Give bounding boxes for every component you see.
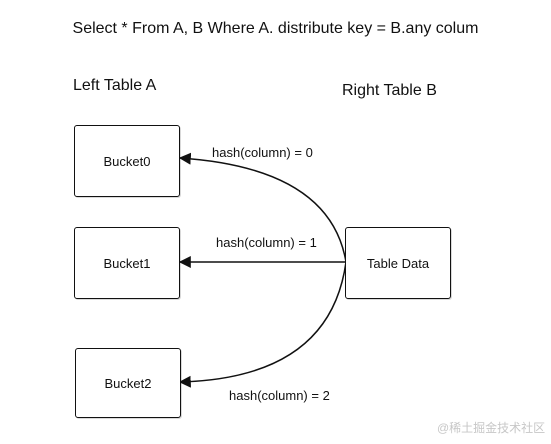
edge-arrow-bucket2 bbox=[178, 261, 347, 388]
diagram-title: Select * From A, B Where A. distribute k… bbox=[72, 20, 479, 37]
left-table-header: Left Table A bbox=[73, 77, 157, 94]
edge-label-hash-2: hash(column) = 2 bbox=[229, 388, 330, 403]
right-table-header: Right Table B bbox=[342, 82, 437, 99]
watermark: @稀土掘金技术社区 bbox=[437, 421, 546, 435]
edge-label-hash-1: hash(column) = 1 bbox=[216, 235, 317, 250]
bucket-2-box: Bucket2 bbox=[75, 348, 181, 418]
bucket-0-box: Bucket0 bbox=[74, 125, 180, 197]
bucket-1-box: Bucket1 bbox=[74, 227, 180, 299]
table-data-box: Table Data bbox=[345, 227, 451, 299]
edge-label-hash-0: hash(column) = 0 bbox=[212, 145, 313, 160]
edge-arrow-bucket0 bbox=[178, 152, 347, 263]
